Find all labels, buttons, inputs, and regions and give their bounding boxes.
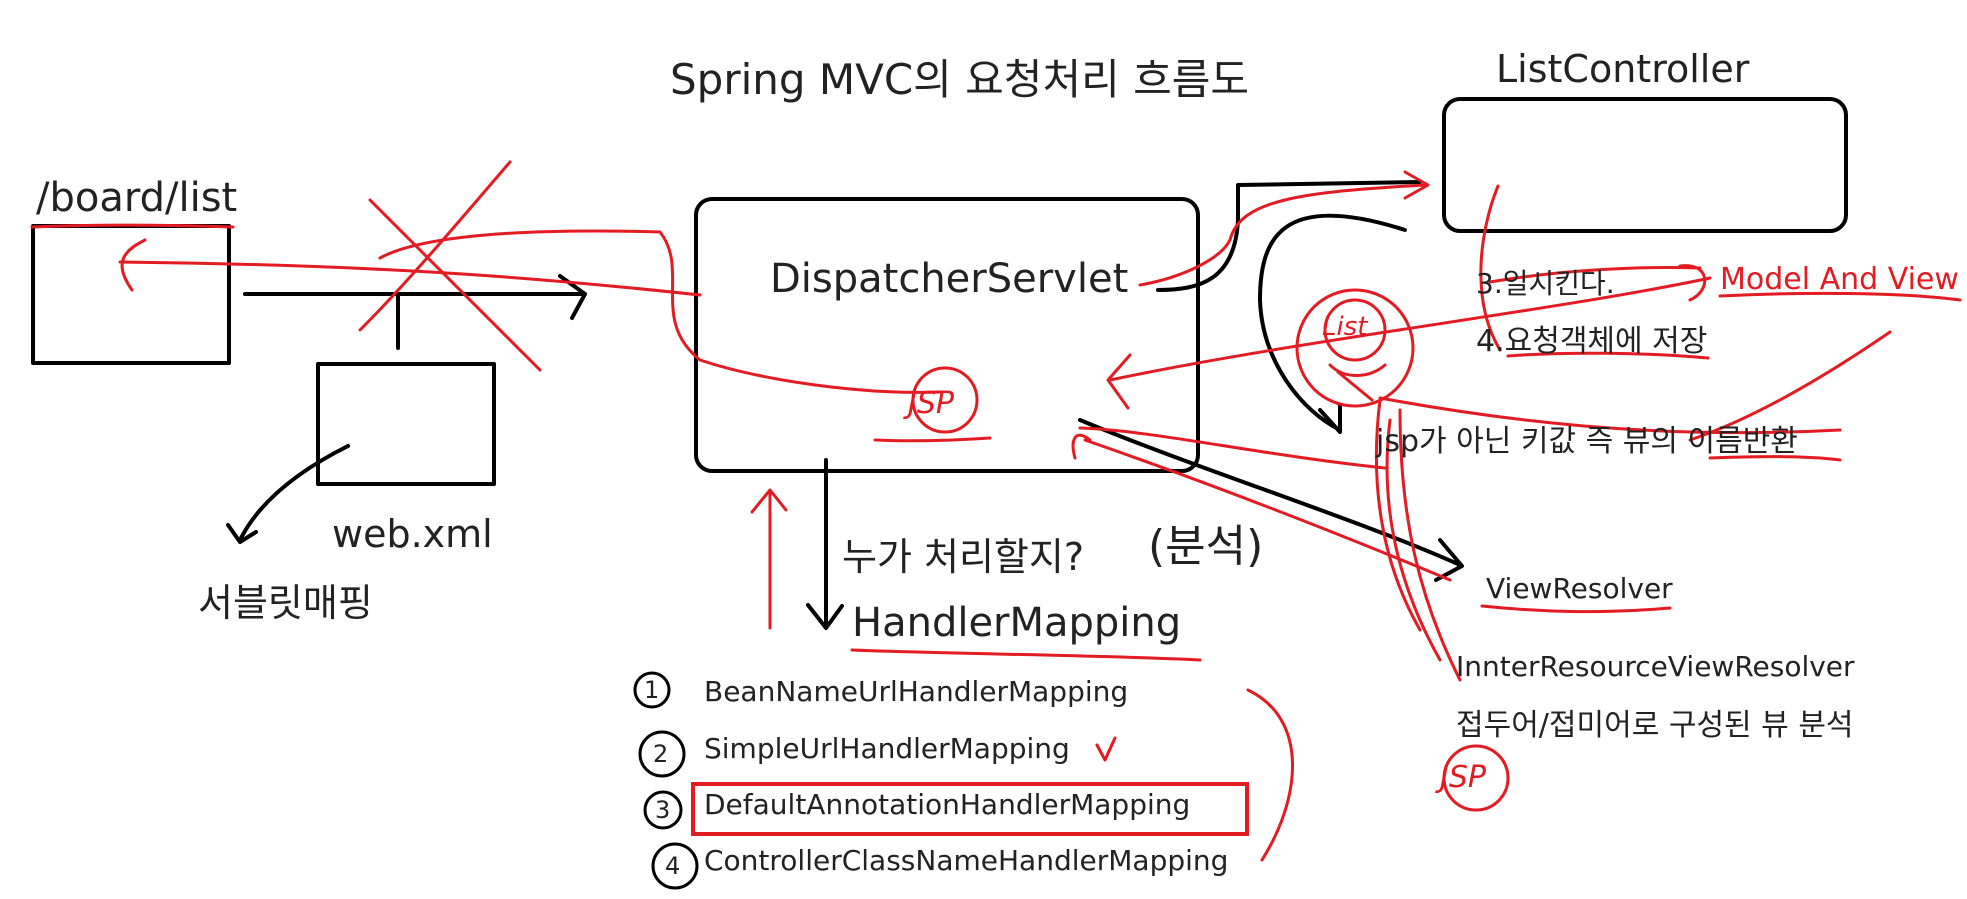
red-loop	[658, 230, 942, 394]
servlet-mapping-label: 서블릿매핑	[198, 581, 373, 625]
list-mark-lines	[1328, 363, 1387, 402]
side-curve	[1246, 688, 1294, 862]
number-circle-4	[651, 842, 699, 890]
mapping-number-1: 1	[644, 676, 660, 704]
request-url: /board/list	[36, 175, 238, 221]
mapping-item-1: BeanNameUrlHandlerMapping	[704, 675, 1129, 708]
number-circle-2	[638, 730, 686, 778]
vr-underline	[1480, 604, 1672, 614]
analysis-note: (분석)	[1148, 521, 1264, 572]
mav-long-stroke	[1688, 330, 1892, 442]
list-circle-inner	[1323, 298, 1387, 362]
handler-mapping-arrow	[806, 458, 844, 630]
web-xml-pointer	[226, 444, 350, 544]
number-circle-3	[643, 790, 683, 830]
dispatcher-servlet-label: DispatcherServlet	[770, 256, 1129, 302]
step3-strike	[1488, 266, 1702, 284]
jsp-underline	[873, 436, 992, 443]
jsp-mark-dispatcher: JSP	[908, 386, 954, 421]
hm-underline	[850, 648, 1202, 662]
jsp-circle	[911, 366, 979, 434]
web-xml-label: web.xml	[332, 512, 493, 556]
handler-mapping-label: HandlerMapping	[852, 600, 1182, 646]
dispatcher-return-arrow	[1071, 426, 1387, 470]
prefix-suffix-note: 접두어/접미어로 구성된 뷰 분석	[1456, 708, 1854, 743]
jsp-mark-bottom: JSP	[1440, 760, 1486, 795]
mapping-item-3: DefaultAnnotationHandlerMapping	[704, 788, 1191, 821]
mapping-number-2: 2	[653, 740, 669, 768]
list-controller-label: ListController	[1496, 47, 1750, 91]
to-resolver-red	[1083, 438, 1452, 582]
list-circle-outer	[1295, 288, 1415, 408]
step4-label: 4.요청객체에 저장	[1476, 324, 1708, 359]
response-arrow	[118, 229, 702, 297]
url-underline	[30, 223, 235, 229]
web-xml-box	[316, 362, 496, 486]
number-circle-1	[633, 671, 671, 709]
highlight-box-default-annotation	[691, 782, 1249, 836]
red-annotations	[30, 160, 1962, 862]
resolver-curves	[1374, 398, 1462, 682]
mav-return-arrow	[1258, 213, 1407, 434]
mapping-number-4: 4	[665, 852, 681, 880]
dispatcher-box	[694, 197, 1200, 473]
mapping-number-3: 3	[655, 796, 671, 824]
list-mark: List	[1322, 312, 1368, 342]
checkmark	[1095, 736, 1117, 762]
jsp-circle-bottom	[1442, 744, 1510, 812]
client-box	[31, 224, 231, 365]
black-structure	[31, 97, 1848, 630]
controller-arrow	[1138, 170, 1430, 287]
up-arrow	[750, 488, 788, 630]
step4-underline	[1506, 351, 1710, 360]
request-arrow	[243, 274, 587, 320]
to-view-resolver-arrow	[1078, 418, 1464, 582]
view-resolver-label: ViewResolver	[1486, 572, 1673, 605]
internal-resolver-label: InnterResourceViewResolver	[1456, 650, 1855, 683]
controller-box	[1442, 97, 1848, 233]
return-to-dispatcher-arrow	[1106, 276, 1712, 410]
big-cross	[358, 160, 542, 372]
number-circles	[633, 671, 699, 890]
dispatcher-to-controller-arrow	[1156, 180, 1422, 292]
name-underline	[1708, 455, 1842, 462]
view-name-note: jsp가 아닌 키값 즉 뷰의 이름반환	[1376, 424, 1798, 459]
mav-underline	[1718, 291, 1962, 302]
diagram-title: Spring MVC의 요청처리 흐름도	[670, 55, 1250, 104]
controller-down-line	[1479, 184, 1502, 352]
model-and-view-label: Model And View	[1720, 262, 1959, 297]
mapping-item-4: ControllerClassNameHandlerMapping	[704, 844, 1229, 877]
mapping-item-2: SimpleUrlHandlerMapping	[704, 732, 1070, 765]
strike-through-note	[1378, 396, 1842, 435]
step3-label: 3.일시킨다.	[1476, 267, 1615, 300]
question-label: 누가 처리할지?	[842, 535, 1085, 579]
